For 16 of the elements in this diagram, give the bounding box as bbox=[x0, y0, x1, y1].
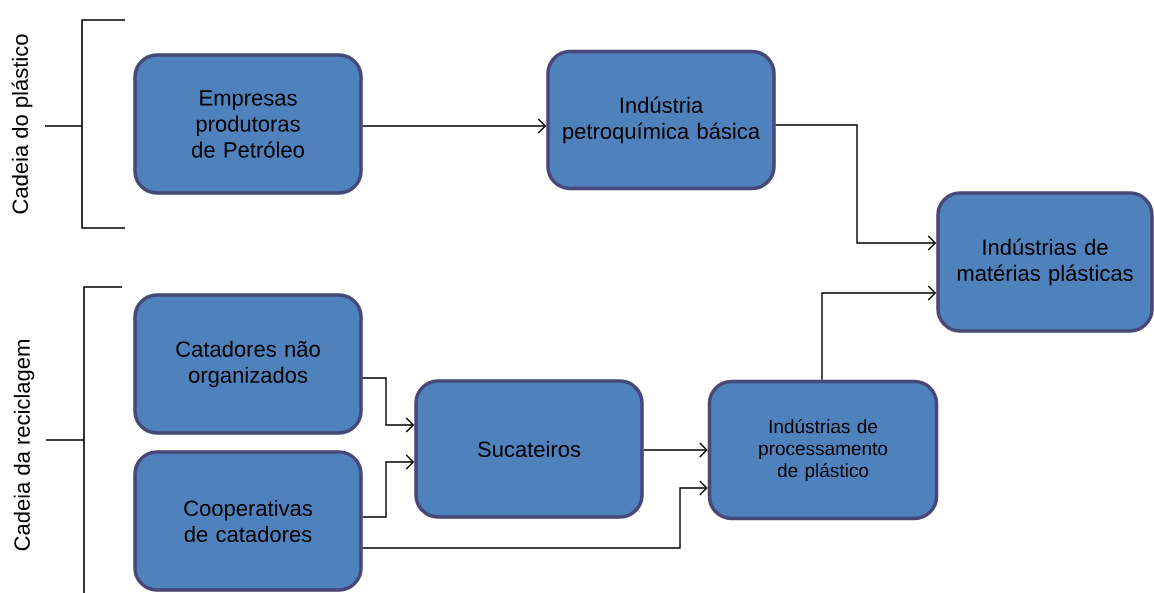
process-box: Empresas produtoras de Petróleo bbox=[133, 53, 363, 195]
side-label: Cadeia do plástico bbox=[11, 34, 33, 214]
process-box: Sucateiros bbox=[414, 379, 644, 519]
process-box: Indústria petroquímica básica bbox=[546, 49, 776, 191]
process-box: Catadores não organizados bbox=[133, 293, 363, 435]
arrow bbox=[362, 118, 547, 134]
process-box: Indústrias de processamento de plástico bbox=[707, 379, 939, 521]
side-label: Cadeia da reciclagem bbox=[13, 340, 35, 551]
process-box: Cooperativas de catadores bbox=[133, 450, 363, 592]
arrow bbox=[821, 285, 937, 381]
arrow bbox=[362, 454, 415, 518]
arrow bbox=[362, 480, 708, 549]
arrow bbox=[362, 377, 415, 433]
arrow bbox=[775, 124, 937, 251]
arrow bbox=[643, 442, 708, 458]
process-box: Indústrias de matérias plásticas bbox=[936, 191, 1154, 333]
